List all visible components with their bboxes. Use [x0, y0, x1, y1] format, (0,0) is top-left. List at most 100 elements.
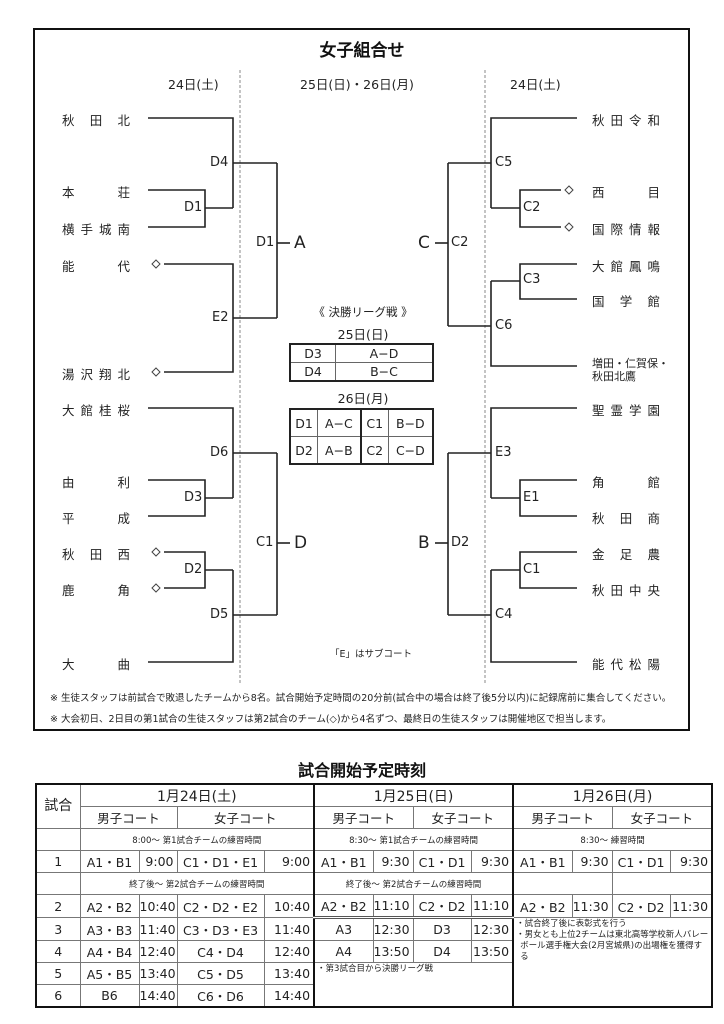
team-name-part: 田	[610, 583, 623, 598]
league-row: D2 A−B C2 C−D	[289, 436, 434, 465]
men-match: A2・B2	[512, 894, 573, 918]
bracket-line	[148, 407, 234, 498]
schedule-table: 試合 1月24日(土) 1月25日(日) 1月26日(月) 男子コート 女子コー…	[35, 783, 714, 1008]
men-match: A1・B1	[313, 850, 374, 873]
team-name-char: 大	[62, 403, 75, 418]
match-label-e2: E2	[212, 310, 229, 325]
block-letter-b: B	[418, 533, 430, 553]
team-name-part: 増田・仁賀保・	[592, 357, 669, 370]
team-name-char: 手	[80, 222, 93, 237]
women-time: 12:40	[263, 940, 316, 963]
team-name-part: 農	[647, 547, 660, 562]
league-day1: 25日(日)	[337, 327, 389, 342]
team-name: 増田・仁賀保・秋田北鷹	[592, 357, 682, 383]
team-name-char: 北	[117, 113, 130, 128]
sub-court-note: 「E」はサブコート	[330, 649, 413, 660]
women-time: 14:40	[263, 984, 316, 1008]
team-name: 秋田北	[62, 110, 130, 129]
block-letter-d: D	[294, 533, 308, 553]
men-match: A1・B1	[79, 850, 140, 873]
team-name: 能代松陽	[592, 654, 660, 673]
bracket-frame	[33, 28, 690, 731]
match-label-d1: D1	[184, 200, 203, 215]
team-name-char: 平	[62, 511, 75, 526]
team-name: 秋田中央	[592, 580, 660, 599]
match-label-d4: D4	[210, 155, 229, 170]
match-label-d5: D5	[210, 607, 229, 622]
women-time: 9:30	[470, 850, 515, 873]
men-match: B6	[79, 984, 140, 1008]
team-name: 大館鳳鳴	[592, 256, 660, 275]
match-label-c2: C2	[523, 200, 541, 215]
match-cell: A−B	[316, 436, 362, 465]
women-match: C1・D1・E1	[176, 850, 265, 873]
team-name: 聖霊学園	[592, 400, 660, 419]
day-header-center: 25日(日)・26日(月)	[300, 77, 414, 92]
league-title: 《 決勝リーグ戦 》	[313, 305, 413, 319]
bracket-title: 女子組合せ	[319, 41, 405, 61]
team-name-char: 城	[98, 222, 112, 237]
women-time: 13:40	[263, 962, 316, 985]
diamond-icon	[564, 222, 574, 232]
team-name-char: 湯	[62, 367, 75, 382]
team-name-part: 霊	[610, 403, 623, 418]
match-label-left-final-top: D1	[256, 235, 275, 250]
team-name-char: 荘	[117, 185, 130, 200]
women-match: D4	[412, 940, 472, 963]
men-match: A3・B3	[79, 917, 140, 941]
team-name-part: 国	[592, 222, 605, 237]
schedule-title: 試合開始予定時刻	[297, 761, 426, 780]
bracket-line	[490, 281, 577, 367]
team-name-part: 秋田北鷹	[592, 370, 636, 383]
men-time: 11:30	[571, 894, 613, 918]
bracket-line	[490, 117, 577, 208]
team-name-part: 陽	[647, 657, 660, 672]
team-name-part: 足	[619, 547, 633, 562]
court-header-women: 女子コート	[176, 806, 316, 829]
court-header-men: 男子コート	[313, 806, 414, 829]
team-name-part: 報	[647, 222, 660, 237]
block-letter-c: C	[418, 233, 430, 253]
match-label-right-final-bottom: D2	[451, 535, 470, 550]
women-match: C2・D2・E2	[176, 894, 265, 918]
men-match: A1・B1	[512, 850, 573, 873]
league-day1-table: D3 A−D D4 B−C	[289, 343, 434, 382]
women-match: D3	[412, 916, 472, 941]
team-name-char: 角	[117, 583, 130, 598]
staff-note-2: ※ 大会初日、2日目の第1試合の生徒スタッフは第2試合のチーム(◇)から4名ずつ…	[50, 714, 612, 725]
court-header-men: 男子コート	[79, 806, 178, 829]
empty-cell	[35, 828, 81, 851]
women-time: 9:30	[669, 850, 713, 873]
diamond-icon	[564, 185, 574, 195]
match-label-left-final-bottom: C1	[256, 535, 274, 550]
diamond-icon	[151, 583, 161, 593]
court-cell: D3	[289, 343, 336, 363]
empty-cell	[512, 872, 613, 895]
match-number: 4	[35, 940, 81, 963]
team-name-char: 代	[117, 259, 130, 274]
team-name-char: 横	[62, 222, 75, 237]
team-name-char: 桂	[98, 403, 112, 418]
diamond-icon	[151, 547, 161, 557]
court-header-row: 男子コート 女子コート 男子コート 女子コート 男子コート 女子コート	[36, 806, 713, 829]
schedule-row: 5 A5・B5 13:40 C5・D5 13:40 ・第3試合目から決勝リーグ戦	[35, 962, 712, 1008]
men-time: 10:40	[138, 894, 178, 918]
practice-row: 8:00〜 第1試合チームの練習時間 8:30〜 第1試合チームの練習時間 8:…	[35, 828, 713, 851]
team-name-part: 秋	[592, 511, 605, 526]
women-time: 11:40	[263, 917, 316, 941]
match-cell: B−D	[387, 408, 434, 437]
men-match: A4・B4	[79, 940, 140, 963]
match-cell: A−C	[316, 408, 362, 437]
schedule-row: 6 B6 14:40 C6・D6 14:40	[35, 984, 712, 1008]
men-match: A2・B2	[313, 894, 374, 918]
women-match: C1・D1	[611, 850, 671, 873]
match-cell: C−D	[387, 436, 434, 465]
team-name-part: 園	[647, 403, 660, 418]
match-label-c5: C5	[495, 155, 513, 170]
match-cell: B−C	[335, 362, 434, 382]
women-match: C4・D4	[176, 940, 265, 963]
day2-remark: ・第3試合目から決勝リーグ戦	[313, 962, 515, 1008]
team-name-part: 和	[647, 113, 660, 128]
team-name-part: 際	[610, 222, 623, 237]
team-name: 国学館	[592, 291, 660, 310]
